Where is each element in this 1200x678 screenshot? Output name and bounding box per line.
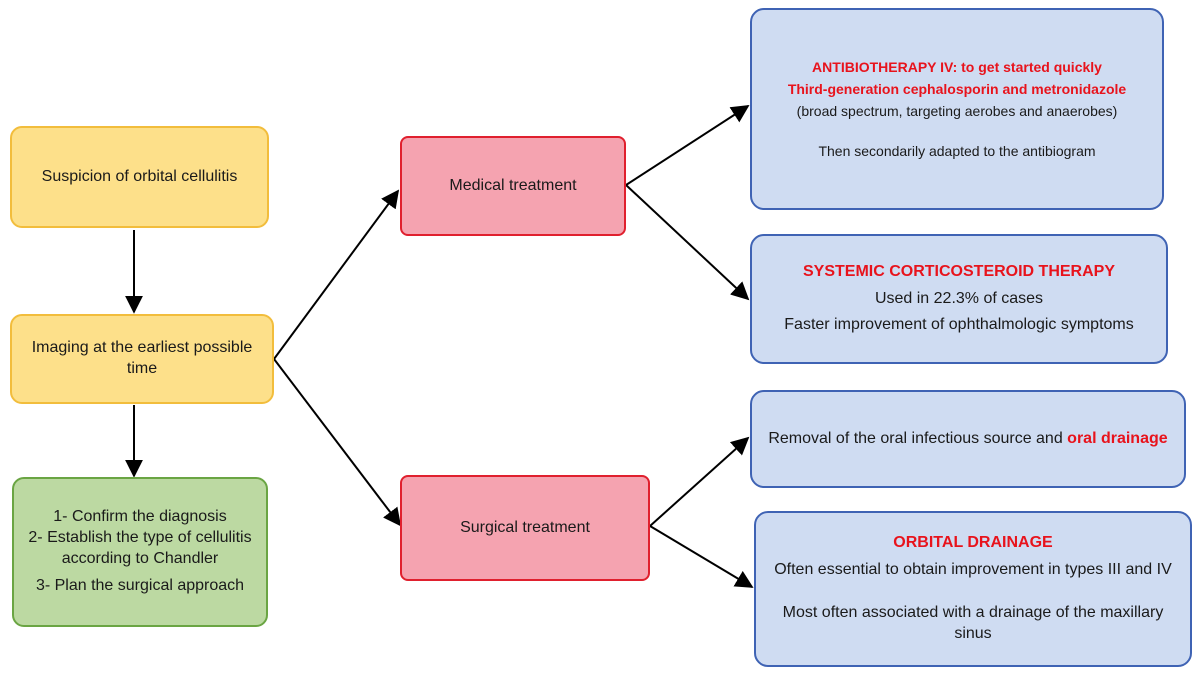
step-1: 1- Confirm the diagnosis: [53, 508, 227, 526]
corticosteroid-box: SYSTEMIC CORTICOSTEROID THERAPY Used in …: [750, 234, 1168, 364]
suspicion-text: Suspicion of orbital cellulitis: [41, 167, 238, 185]
arrow-imaging-to-medical: [273, 189, 400, 360]
arrow-medical-to-antibio: [625, 105, 750, 186]
removal-text-wrap: Removal of the oral infectious source an…: [768, 429, 1167, 450]
antibio-title-1: ANTIBIOTHERAPY IV: to get started quickl…: [812, 58, 1102, 75]
cortico-title: SYSTEMIC CORTICOSTEROID THERAPY: [802, 262, 1116, 280]
arrow-surgical-to-removal: [649, 436, 750, 527]
antibio-note: (broad spectrum, targeting aerobes and a…: [796, 103, 1118, 119]
removal-text: Removal of the oral infectious source an…: [768, 429, 1068, 447]
removal-box: Removal of the oral infectious source an…: [750, 390, 1186, 488]
surgical-treatment-box: Surgical treatment: [400, 475, 650, 581]
orbital-line-1: Often essential to obtain improvement in…: [774, 561, 1172, 579]
medical-treatment-label: Medical treatment: [449, 176, 577, 194]
removal-highlight: oral drainage: [1067, 429, 1168, 447]
cortico-line-1: Used in 22.3% of cases: [874, 289, 1044, 307]
arrow-imaging-to-surgical: [273, 358, 402, 527]
step-2: 2- Establish the type of cellulitis acco…: [28, 529, 252, 567]
step-3: 3- Plan the surgical approach: [35, 576, 245, 594]
steps-box: 1- Confirm the diagnosis 2- Establish th…: [12, 477, 268, 627]
orbital-title: ORBITAL DRAINAGE: [893, 534, 1053, 552]
imaging-text: Imaging at the earliest possible time: [31, 339, 253, 377]
antibio-then: Then secondarily adapted to the antibiog…: [818, 143, 1096, 160]
imaging-box: Imaging at the earliest possible time: [10, 314, 274, 404]
antibio-title-2: Third-generation cephalosporin and metro…: [787, 80, 1127, 97]
arrow-surgical-to-orbital: [649, 525, 754, 588]
surgical-treatment-label: Surgical treatment: [460, 518, 590, 536]
orbital-line-2: Most often associated with a drainage of…: [782, 604, 1164, 642]
cortico-line-2: Faster improvement of ophthalmologic sym…: [784, 316, 1134, 334]
antibiotherapy-box: ANTIBIOTHERAPY IV: to get started quickl…: [750, 8, 1164, 210]
arrow-medical-to-cortico: [625, 184, 750, 301]
medical-treatment-box: Medical treatment: [400, 136, 626, 236]
orbital-drainage-box: ORBITAL DRAINAGE Often essential to obta…: [754, 511, 1192, 667]
suspicion-box: Suspicion of orbital cellulitis: [10, 126, 269, 228]
